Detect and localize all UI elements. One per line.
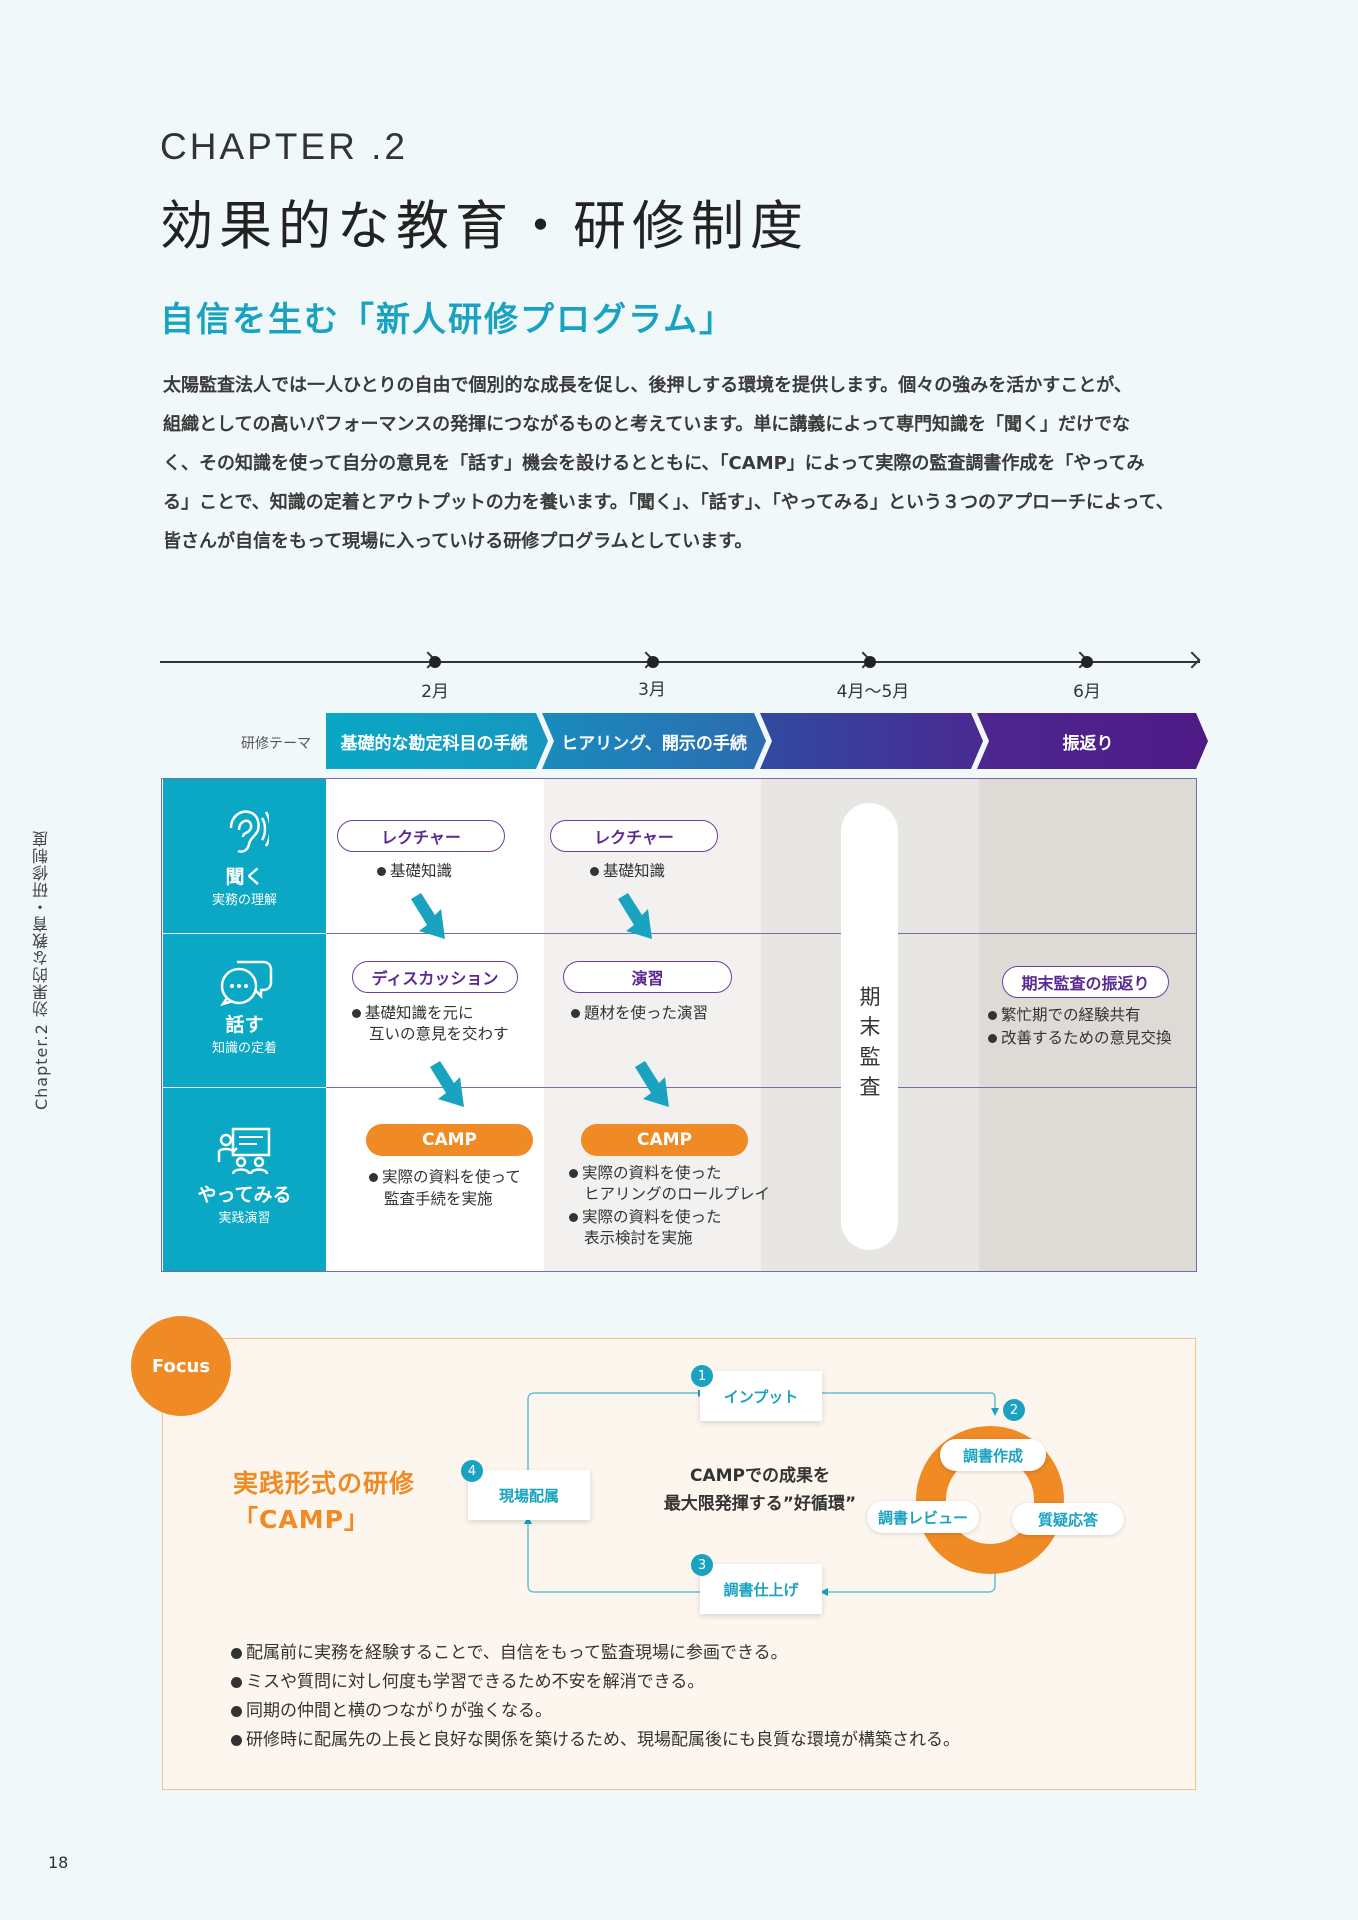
col-mar [544, 779, 761, 1271]
focus-bullet: 配属前に実務を経験することで、自信をもって監査現場に参画できる。 [231, 1638, 788, 1663]
down-arrow-icon [635, 1061, 669, 1107]
intro-line-3: く、その知識を使って自分の意見を「話す」機会を設けるとともに、「CAMP」によっ… [163, 453, 1145, 474]
lecture-pill: レクチャー [550, 820, 718, 852]
exercise-pill: 演習 [563, 961, 732, 993]
cell-bullet: 実際の資料を使った [569, 1162, 722, 1184]
lecture-pill: レクチャー [337, 820, 505, 852]
row-label-column [163, 779, 326, 1271]
month-label: 3月 [638, 680, 666, 700]
theme-1: 基礎的な勘定科目の手続 [340, 733, 528, 754]
timeline-end-arrow [1183, 651, 1201, 669]
cell-bullet: 実際の資料を使って [369, 1166, 521, 1188]
row-listen: 聞く 実務の理解 [163, 806, 326, 908]
cell-bullet-cont: ヒアリングのロールプレイ [584, 1185, 771, 1203]
step-number: 4 [461, 1460, 483, 1482]
timeline-dot [864, 656, 876, 668]
step-finalize: 調書仕上げ [700, 1564, 822, 1614]
down-arrow-icon [411, 893, 445, 939]
cell-bullet: 基礎知識 [590, 860, 665, 882]
intro-line-2: 組織としての高いパフォーマンスの発揮につながるものと考えています。単に講義によっ… [163, 414, 1130, 435]
row-sublabel: 実務の理解 [211, 893, 277, 908]
ear-icon [229, 810, 269, 853]
page-number: 18 [48, 1853, 69, 1872]
cell-bullet: 繁忙期での経験共有 [988, 1004, 1141, 1026]
row-divider [163, 933, 326, 934]
col-feb [326, 779, 544, 1271]
timeline-dot [429, 656, 441, 668]
section-subtitle: 自信を生む「新人研修プログラム」 [160, 300, 735, 340]
row-sublabel: 知識の定着 [211, 1041, 277, 1056]
speech-bubble-icon [219, 960, 272, 1006]
cell-bullet: 基礎知識 [377, 860, 452, 882]
presentation-icon [217, 1127, 270, 1175]
camp-pill: CAMP [366, 1124, 533, 1156]
discussion-pill: ディスカッション [352, 961, 518, 993]
month-label: 6月 [1073, 682, 1101, 702]
timeline-axis [160, 661, 1200, 663]
step-assign: 現場配属 [468, 1470, 590, 1520]
focus-bullet: 研修時に配属先の上長と良好な関係を築けるため、現場配属後にも良質な環境が構築され… [231, 1725, 960, 1750]
theme-2: ヒアリング、開示の手続 [561, 733, 747, 754]
cell-bullet: 実際の資料を使った [569, 1206, 722, 1228]
cycle-caption: CAMPでの成果を 最大限発揮する”好循環” [663, 1466, 857, 1514]
row-label: 聞く [225, 866, 264, 888]
cell-bullet-cont: 監査手続を実施 [384, 1190, 493, 1208]
row-divider [163, 1087, 1196, 1088]
audit-label: 期末監査 [859, 985, 881, 1099]
side-running-title: Chapter.2 効果的な教育・研修制度 [32, 830, 51, 1110]
focus-title: 実践形式の研修 「CAMP」 [233, 1469, 416, 1534]
intro-line-5: 皆さんが自信をもって現場に入っていける研修プログラムとしています。 [163, 531, 753, 552]
program-table [161, 778, 1197, 1272]
step-number: 1 [691, 1365, 713, 1387]
cell-bullet: 題材を使った演習 [571, 1002, 708, 1024]
month-label: 4月〜5月 [836, 682, 910, 702]
timeline-dot [647, 656, 659, 668]
step-input: インプット [700, 1371, 822, 1421]
row-talk: 話す 知識の定着 [163, 958, 326, 1056]
focus-bullet: ミスや質問に対し何度も学習できるため不安を解消できる。 [231, 1667, 704, 1692]
month-label: 2月 [421, 682, 449, 702]
row-label: やってみる [197, 1184, 292, 1206]
cell-bullet-cont: 互いの意見を交わす [369, 1025, 509, 1043]
row-sublabel: 実践演習 [218, 1211, 271, 1226]
step-number: 2 [1003, 1399, 1025, 1421]
chapter-label: CHAPTER .2 [160, 126, 408, 167]
ring-label: 質疑応答 [1012, 1503, 1124, 1535]
cell-bullet: 基礎知識を元に [352, 1002, 474, 1024]
theme-4: 振返り [1062, 733, 1114, 754]
row-do: やってみる 実践演習 [163, 1126, 326, 1226]
cell-bullet: 改善するための意見交換 [988, 1027, 1172, 1049]
focus-badge: Focus [131, 1316, 231, 1416]
cell-bullet-cont: 表示検討を実施 [584, 1229, 693, 1247]
row-divider [163, 1087, 326, 1088]
timeline-dot [1081, 656, 1093, 668]
row-divider [163, 933, 1196, 934]
intro-line-4: る」ことで、知識の定着とアウトプットの力を養います。「聞く」、「話す」、「やって… [163, 492, 1174, 513]
review-pill: 期末監査の振返り [1002, 966, 1169, 998]
intro-line-1: 太陽監査法人では一人ひとりの自由で個別的な成長を促し、後押しする環境を提供します… [163, 375, 1132, 396]
col-jun [979, 779, 1196, 1271]
camp-pill: CAMP [581, 1124, 748, 1156]
audit-period-bar [841, 803, 898, 1250]
down-arrow-icon [430, 1061, 464, 1107]
page-title: 効果的な教育・研修制度 [160, 196, 809, 257]
ring-label: 調書作成 [940, 1439, 1046, 1471]
focus-bullet: 同期の仲間と横のつながりが強くなる。 [231, 1696, 552, 1721]
ring-label: 調書レビュー [867, 1501, 979, 1533]
theme-label: 研修テーマ [241, 736, 311, 752]
step-number: 3 [691, 1554, 713, 1576]
row-label: 話す [225, 1014, 264, 1036]
theme-band [326, 713, 1208, 769]
down-arrow-icon [618, 893, 652, 939]
